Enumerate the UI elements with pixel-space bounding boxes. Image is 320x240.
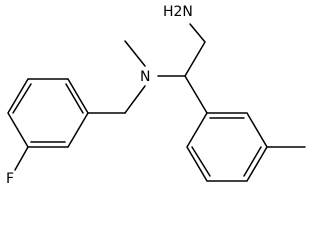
fluorine-label: F: [6, 171, 14, 187]
bond-n-benzyl-ch2: [124, 85, 146, 114]
amine-label: H2N: [163, 4, 193, 20]
tolyl-ring: [186, 112, 268, 182]
bond-ch-tolyl: [184, 75, 208, 114]
bonds: [7, 23, 306, 182]
atom-labels: H2N N F: [6, 4, 193, 187]
bond-ch2-ch: [184, 41, 206, 77]
fluorophenyl-double-2: [12, 83, 32, 114]
nitrogen-label: N: [140, 69, 150, 85]
fluorophenyl-ring: [7, 78, 89, 148]
bond-ring-f: [14, 146, 29, 171]
bond-amine-ch2: [189, 23, 206, 43]
tolyl-double-2: [243, 146, 262, 177]
molecule-structure: H2N N F: [6, 4, 306, 187]
tolyl-double-3: [191, 146, 211, 177]
fluorophenyl-double-1: [65, 83, 84, 114]
bond-n-methyl: [124, 40, 146, 67]
